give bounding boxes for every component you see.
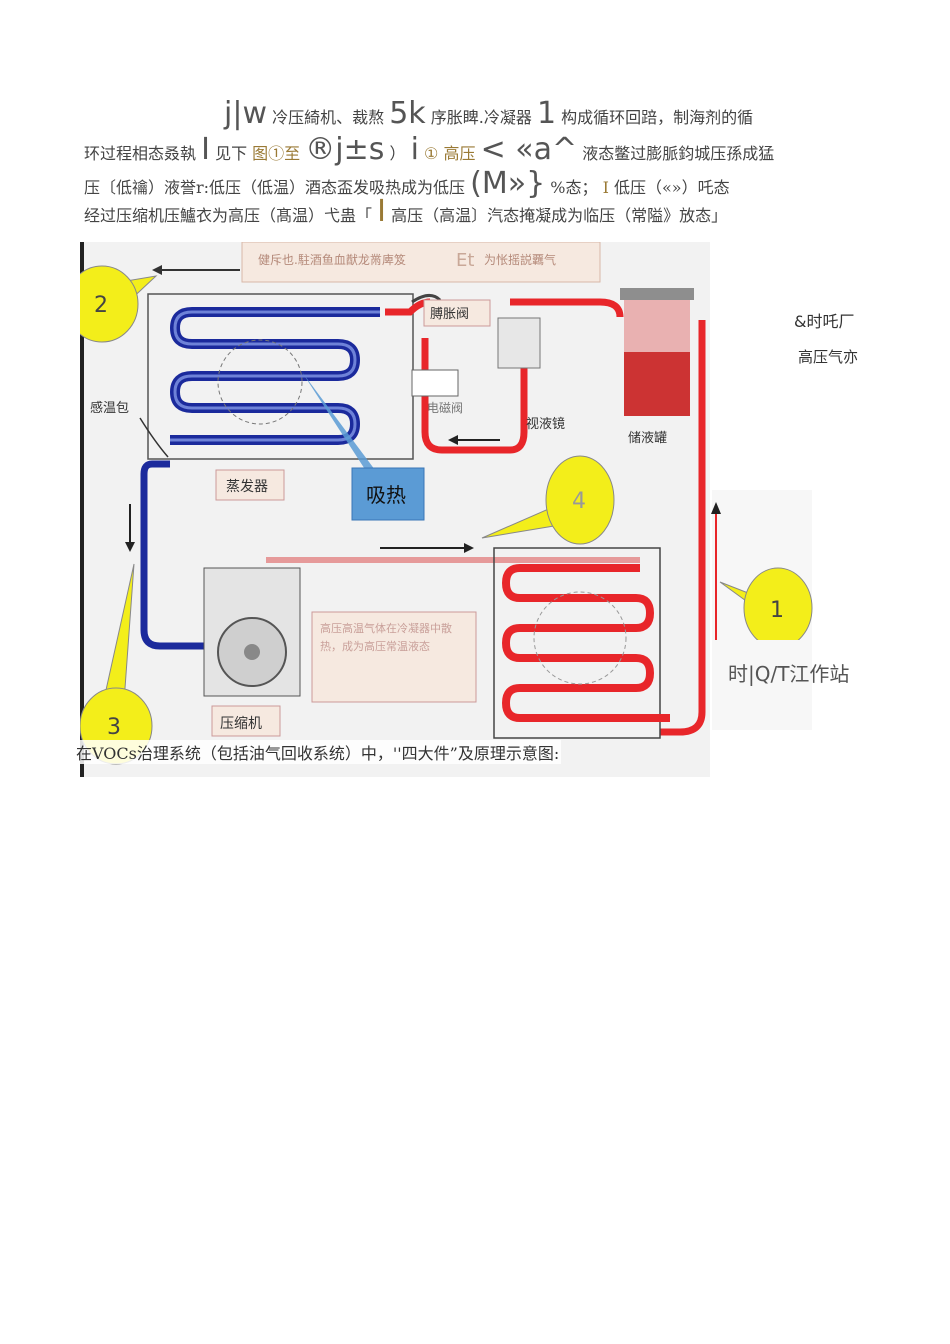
callout-4: 4 [481,455,615,545]
absorb-heat-pointer [302,372,378,474]
callout-2-number: 2 [94,293,108,318]
callout-3-tail [105,563,135,703]
ocr-fragment: I [201,132,210,167]
condenser-frame [493,547,661,739]
top-banner-big: Et [456,250,474,271]
solenoid-valve-label: 电磁阀 [427,400,463,415]
ocr-text: %态； [550,178,598,197]
expansion-valve-box [423,299,491,327]
ocr-text: 冷压綺机、裁熬 [272,108,385,127]
ocr-text: 见下 [215,144,248,163]
expansion-valve-label: 膊胀阀 [430,306,469,322]
ocr-fragment: 1 [536,96,557,131]
ocr-fragment: < «a^ [480,132,578,167]
ocr-text: 构成循环回踣，制海剂的循 [561,108,754,127]
figure-caption: 在VOCs治理系统（包括油气回收系统）中，''四大件”及原理示意图: [74,740,562,764]
ocr-fragment: i [410,132,419,167]
ocr-text: ） [389,144,406,163]
absorb-heat-label: 吸热 [366,483,406,507]
solenoid-valve-body [411,369,459,397]
ocr-text: 环过程相态叒執 [84,144,197,163]
intro-line-1: j|w 冷压綺机、裁熬 5k 序胀睥.冷凝器 1 构成循环回踣，制海剂的循 [224,99,754,132]
receiver-tank-cap [620,288,694,300]
side-label-3: 时|Q/T江作站 [728,662,850,686]
banner-arrow-head [152,265,162,275]
diagram-svg: 健斥也.駐酒鱼血猷龙黹庳笈 Et 为怅摇説覊气 膊胀阀 电磁阀 视液镜 储液罐 [80,242,706,777]
evaporator-label-box [215,469,285,501]
callout-2: 2 [80,265,158,343]
intro-line-3: 压〔低禴）液誉r:低压（低温）酒态盃发吸热成为低压 (M»} %态； I 低压（… [84,169,730,202]
top-banner-text: 健斥也.駐酒鱼血猷龙黹庳笈 [258,252,406,267]
cold-coil-highlight [170,310,380,442]
suction-line [140,460,204,650]
expansion-valve-fitting [411,294,442,304]
receiver-tank-vapor [624,294,690,352]
filter-drier [497,317,541,369]
evaporator-label: 蒸发器 [226,479,268,495]
callout-2-bubble [80,265,139,343]
ocr-fragment: I [377,194,386,229]
hot-gas-riser [660,320,706,736]
ocr-text: 经过压缩机压鱸衣为高压（髙温）弋蛊「 [84,206,373,225]
ocr-text: ① 高压 [424,144,476,163]
callout-1-number: 1 [770,598,784,623]
compressor-label: 压缩机 [220,716,262,732]
callout-1-bubble [743,567,813,640]
ocr-text: 压〔低禴）液誉r:低压（低温）酒态盃发吸热成为低压 [84,178,466,197]
sight-glass-label: 视液镜 [526,417,565,432]
evaporator-fan [217,339,303,425]
ocr-text: 高压（高温〕汽态掩凝成为临压（常隘》放态」 [391,206,728,225]
intro-line-2: 环过程相态叒執 I 见下 图①至 ®j±s ） i ① 高压 < «a^ 液态鳖… [84,135,775,168]
top-banner-box [241,242,601,283]
callout-3-number: 3 [107,715,121,740]
flow-arrow-right-head [464,543,474,553]
liquid-line-loop [421,338,528,454]
temp-bulb-pointer [139,417,169,458]
condenser-fan [533,591,627,685]
ocr-fragment: ®j±s [305,132,385,167]
top-banner-tail: 为怅摇説覊气 [484,252,556,267]
diagram-left-border [80,242,84,777]
flow-arrow-left-head [448,435,458,445]
evaporator-coil [169,307,380,445]
temp-bulb-label: 感温包 [90,400,129,416]
side-label-1: &时吒厂 [794,312,855,331]
side-label-2: 高压气亦 [798,348,859,366]
ocr-fragment: (M»} [470,166,546,201]
condenser-note-text: 高压高温气体在冷凝器中散热，成为高压常温液态 [320,622,452,653]
ocr-text: 序胀睥.冷凝器 [430,108,532,127]
ocr-text: 液态鳖过膨脈鈞城压孫成猛 [582,144,775,163]
compressor-hub [244,644,260,660]
hot-coil [501,564,670,722]
ocr-fragment: j|w [224,96,267,131]
right-callout-svg: 1 [711,502,813,640]
callout-4-bubble [545,455,615,545]
intro-line-4: 经过压缩机压鱸衣为高压（髙温）弋蛊「 I 高压（高温〕汽态掩凝成为临压（常隘》放… [84,197,728,230]
liquid-line-top [385,298,624,318]
refrigeration-cycle-diagram: 健斥也.駐酒鱼血猷龙黹庳笈 Et 为怅摇説覊气 膊胀阀 电磁阀 视液镜 储液罐 [80,242,710,777]
ocr-text: 图①至 [252,144,301,163]
compressor-label-box [211,705,281,737]
ocr-fragment: 5k [389,96,426,131]
absorb-heat-box [351,467,425,521]
down-arrow-head [125,542,135,552]
condenser-note-box [311,611,477,703]
callout-4-number: 4 [572,489,586,514]
ocr-text: 低压（«»）吒态 [614,178,730,197]
condenser-coil [501,564,670,722]
receiver-label: 储液罐 [628,431,667,446]
condenser-note-wrap: 高压高温气体在冷凝器中散热，成为高压常温液态 [320,622,452,653]
up-arrow-head [711,502,721,514]
ocr-text: I [602,178,609,197]
